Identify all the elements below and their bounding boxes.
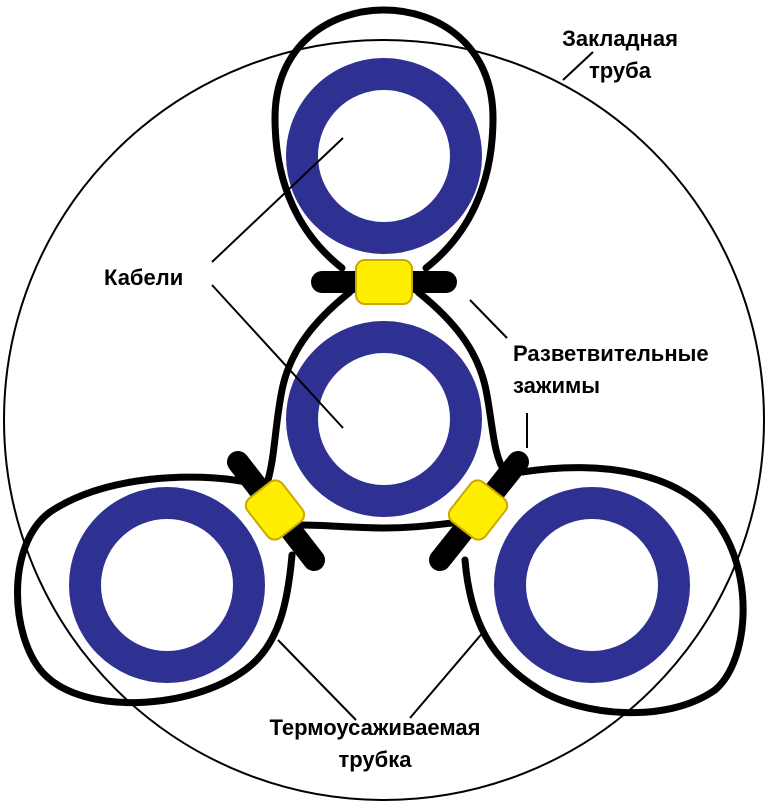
- label-tube-line1: Термоусаживаемая: [270, 715, 481, 740]
- leader-conduit: [562, 51, 594, 81]
- leader-cables-top: [211, 137, 344, 263]
- cable-top: [286, 58, 482, 254]
- cable-center: [286, 321, 482, 517]
- conduit-circle: [3, 39, 765, 801]
- cable-left: [69, 487, 265, 683]
- label-clamps-line2: зажимы: [513, 373, 600, 398]
- clamp-buckle-left: [244, 479, 306, 541]
- leader-tube-left: [277, 639, 357, 721]
- cable-right: [494, 487, 690, 683]
- label-clamps-line1: Разветвительные: [513, 341, 709, 366]
- leader-tube-right: [409, 629, 486, 719]
- label-conduit-line2: труба: [589, 58, 652, 83]
- heat-shrink-tube: [14, 6, 747, 717]
- label-conduit-line1: Закладная: [562, 26, 678, 51]
- leader-lines: [211, 51, 594, 721]
- clamp-buckles: [244, 259, 509, 541]
- tube-lobe-left: [14, 473, 296, 706]
- cables: [69, 58, 690, 683]
- tube-lobe-top: [271, 6, 497, 272]
- leader-clamps-top: [469, 299, 508, 339]
- tube-lobe-right: [461, 464, 747, 717]
- label-tube-line2: трубка: [339, 747, 413, 772]
- tube-center-body: [264, 288, 509, 532]
- clamp-buckle-right: [447, 479, 509, 541]
- clamp-buckle-top: [355, 259, 413, 305]
- leader-cables-center: [211, 284, 344, 429]
- label-cables: Кабели: [104, 265, 183, 290]
